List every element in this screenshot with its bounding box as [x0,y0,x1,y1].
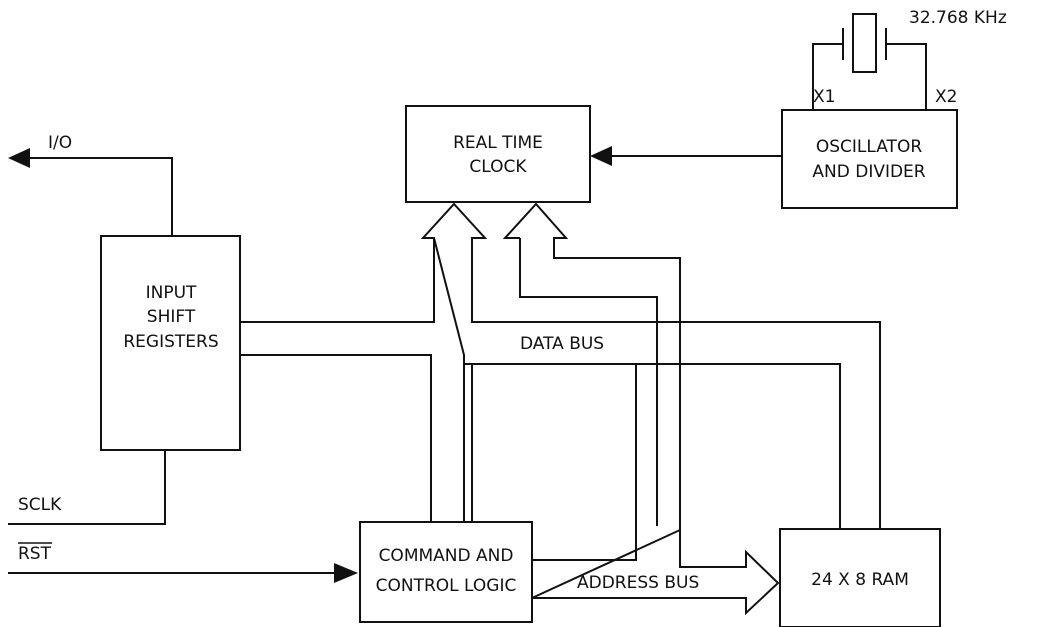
address-bus-inner-link [519,238,658,526]
data-bus-label: DATA BUS [520,334,605,354]
io-line [28,157,173,236]
rtc-label-line1: REAL TIME [453,133,543,153]
input-shift-registers-block [100,235,241,451]
rtc-label-line2: CLOCK [469,157,527,177]
command-control-logic-block [359,521,533,623]
crystal-icon [812,13,927,110]
isr-label-line3: REGISTERS [123,332,219,352]
ccl-label-line2: CONTROL LOGIC [375,576,517,596]
ram-label: 24 X 8 RAM [811,570,909,590]
oscillator-divider-block [781,109,958,209]
rst-arrowhead [334,563,358,583]
sclk-line [8,450,166,525]
data-bus-command-link [463,363,637,561]
osc-label-line1: OSCILLATOR [815,137,923,157]
address-bus-label: ADDRESS BUS [577,573,700,593]
data-bus-arrow-rtc [420,202,881,530]
address-bus-arrow-ram [531,528,780,616]
x1-label: X1 [813,87,836,107]
x2-label: X2 [935,87,958,107]
data-bus-upper [240,238,435,323]
real-time-clock-block [405,105,591,203]
osc-label-line2: AND DIVIDER [812,162,926,182]
crystal-frequency-label: 32.768 KHz [909,8,1007,28]
data-bus-lower [240,354,432,522]
isr-label-line2: SHIFT [146,307,196,327]
isr-label-line1: INPUT [145,283,197,303]
sclk-label: SCLK [18,495,62,515]
rst-label: RST [18,544,51,564]
ccl-label-line1: COMMAND AND [378,546,514,566]
address-bus-rtc-link [502,202,681,530]
osc-to-clock-arrowhead [590,146,612,166]
io-arrowhead [8,148,30,168]
io-label: I/O [48,133,73,153]
